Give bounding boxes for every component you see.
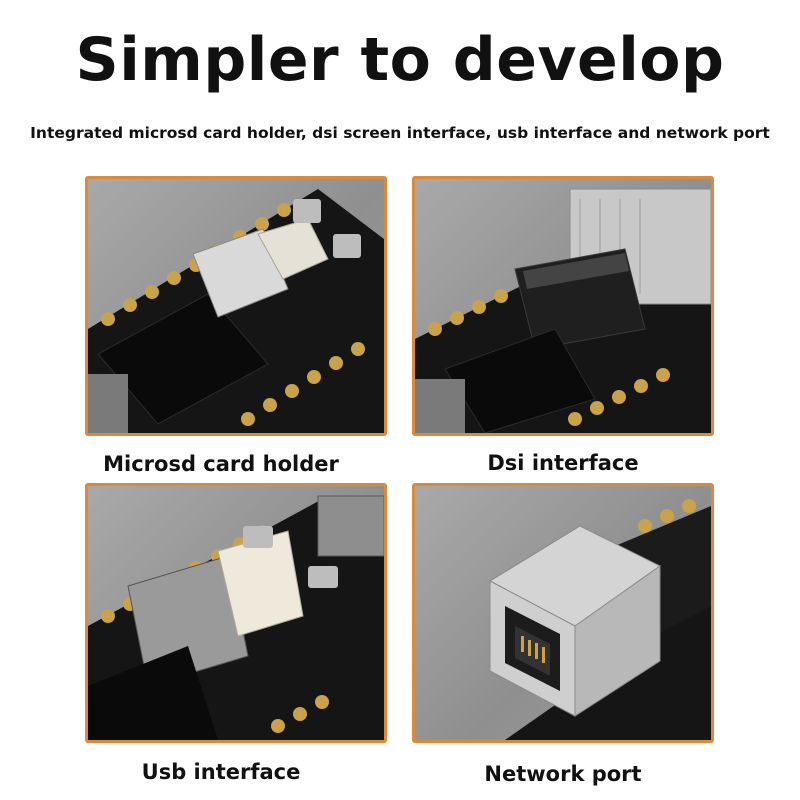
dsi-connector-photo — [415, 188, 711, 433]
page-title: Simpler to develop — [75, 25, 725, 95]
caption-network-port: Network port — [484, 762, 642, 786]
microsd-holder-photo — [88, 189, 384, 433]
panel-dsi-interface — [412, 176, 714, 436]
caption-microsd-card-holder: Microsd card holder — [103, 452, 339, 476]
caption-dsi-interface: Dsi interface — [487, 451, 639, 475]
usb-connector-photo — [88, 495, 384, 740]
panel-microsd-card-holder — [85, 176, 387, 436]
page-subtitle: Integrated microsd card holder, dsi scre… — [30, 124, 770, 142]
panel-network-port — [412, 483, 714, 743]
panel-usb-interface — [85, 483, 387, 743]
rj45-port-photo — [488, 499, 711, 740]
caption-usb-interface: Usb interface — [141, 760, 301, 784]
